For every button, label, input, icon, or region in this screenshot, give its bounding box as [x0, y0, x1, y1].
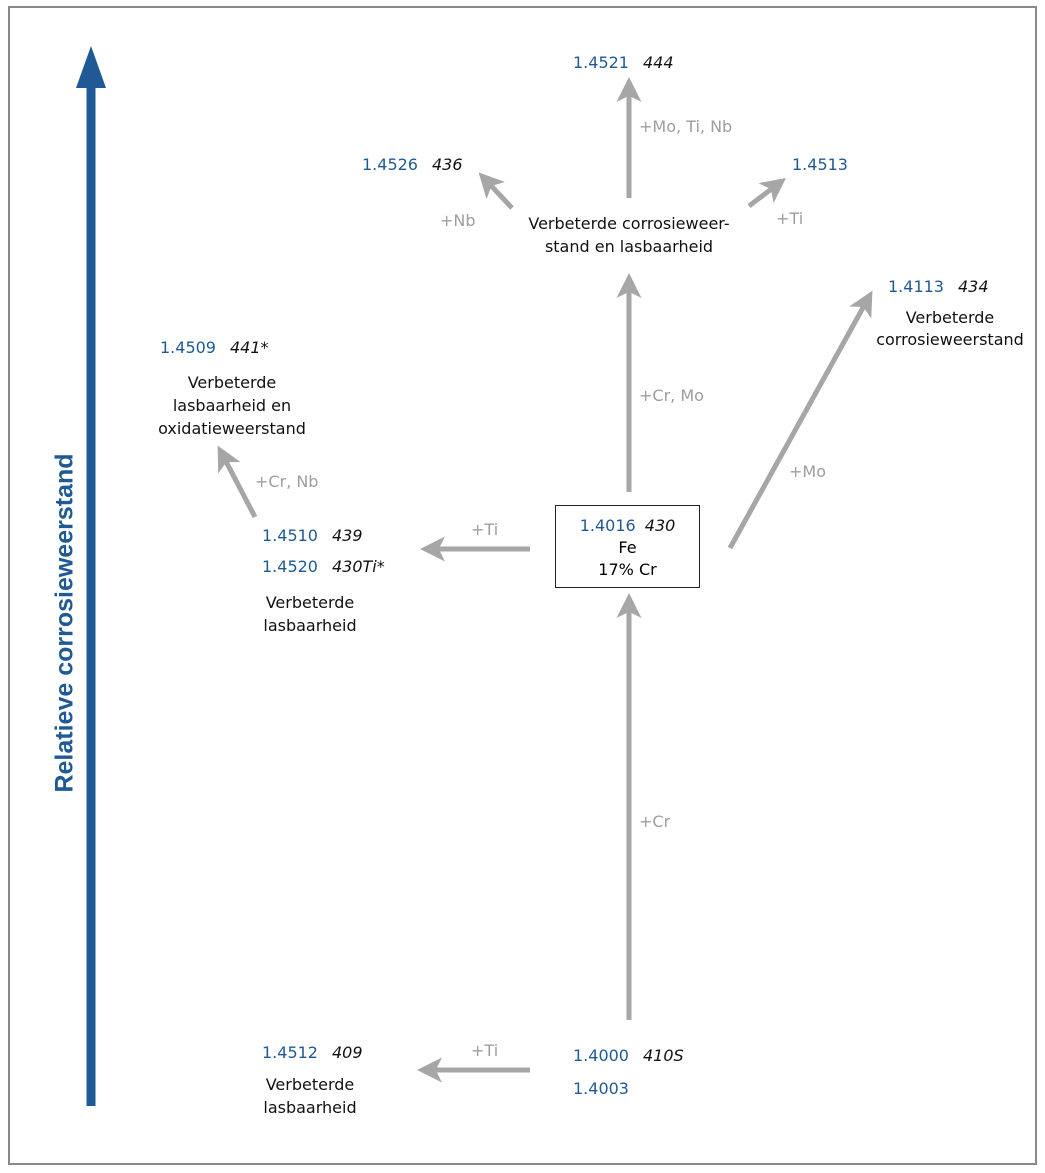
center-line1: Fe [618, 538, 637, 557]
top-code: 1.4521 [573, 53, 629, 72]
arrow-center-to-right [727, 290, 873, 550]
left-mid-desc2: lasbaarheid [263, 616, 357, 635]
left-mid-grade1: 1.4510 439 [262, 526, 363, 546]
right-desc2: corrosieweerstand [876, 330, 1024, 349]
label-cr-mo: +Cr, Mo [639, 386, 704, 405]
left-mid-code1: 1.4510 [262, 526, 318, 545]
upper-left-code: 1.4526 [362, 155, 418, 174]
left-top-desc2: lasbaarheid en [172, 396, 292, 415]
label-nb: +Nb [440, 211, 476, 230]
left-mid-aisi2: 430Ti* [331, 557, 385, 576]
axis-title-text: Relatieve corrosieweerstand [50, 453, 79, 793]
arrow-middle-to-upper-right [747, 177, 786, 208]
bottom-left-code: 1.4512 [262, 1043, 318, 1062]
center-code: 1.4016 [579, 516, 636, 535]
left-mid-desc1: Verbeterde [265, 593, 355, 612]
left-top-desc3: oxidatieweerstand [158, 419, 306, 438]
left-mid-aisi1: 439 [331, 526, 363, 545]
arrow-middle-to-upper-left [478, 172, 514, 210]
label-mo: +Mo [789, 462, 826, 481]
left-top-grade: 1.4509 441* [160, 338, 269, 358]
top-aisi: 444 [642, 53, 674, 72]
upper-left-grade: 1.4526 436 [362, 155, 463, 175]
label-mo-ti-nb: +Mo, Ti, Nb [639, 117, 733, 136]
bottom-grade1: 1.4000 410S [573, 1046, 684, 1066]
middle-desc-line2: stand en lasbaarheid [544, 237, 714, 256]
label-ti-upper: +Ti [776, 209, 804, 228]
axis-arrow-head [76, 46, 106, 88]
label-ti-center: +Ti [471, 520, 499, 539]
bottom-left-desc1: Verbeterde [265, 1075, 355, 1094]
upper-left-aisi: 436 [431, 155, 463, 174]
left-top-desc1: Verbeterde [187, 373, 277, 392]
bottom-left-desc2: lasbaarheid [263, 1098, 357, 1117]
diagram-frame [8, 6, 1037, 1165]
bottom-code1: 1.4000 [573, 1046, 629, 1065]
left-mid-grade2: 1.4520 430Ti* [262, 557, 385, 577]
left-top-code: 1.4509 [160, 338, 216, 357]
bottom-left-aisi: 409 [331, 1043, 363, 1062]
bottom-code2: 1.4003 [573, 1079, 629, 1098]
right-desc1: Verbeterde [905, 308, 995, 327]
middle-desc-line1: Verbeterde corrosieweer- [528, 214, 730, 233]
label-ti-bottom: +Ti [471, 1041, 499, 1060]
bottom-aisi1: 410S [642, 1046, 684, 1065]
center-line2: 17% Cr [598, 560, 657, 579]
right-grade: 1.4113 434 [888, 277, 989, 297]
bottom-left-grade: 1.4512 409 [262, 1043, 363, 1063]
right-code: 1.4113 [888, 277, 944, 296]
upper-right-code: 1.4513 [792, 155, 848, 174]
label-cr-nb: +Cr, Nb [255, 472, 319, 491]
center-box: 1.4016 430 Fe 17% Cr [555, 505, 700, 588]
center-aisi: 430 [644, 516, 676, 535]
label-cr: +Cr [639, 812, 671, 831]
left-mid-code2: 1.4520 [262, 557, 318, 576]
left-top-aisi: 441* [229, 338, 269, 357]
right-aisi: 434 [957, 277, 989, 296]
top-grade: 1.4521 444 [573, 53, 674, 73]
arrow-left-to-left-top [217, 445, 258, 519]
